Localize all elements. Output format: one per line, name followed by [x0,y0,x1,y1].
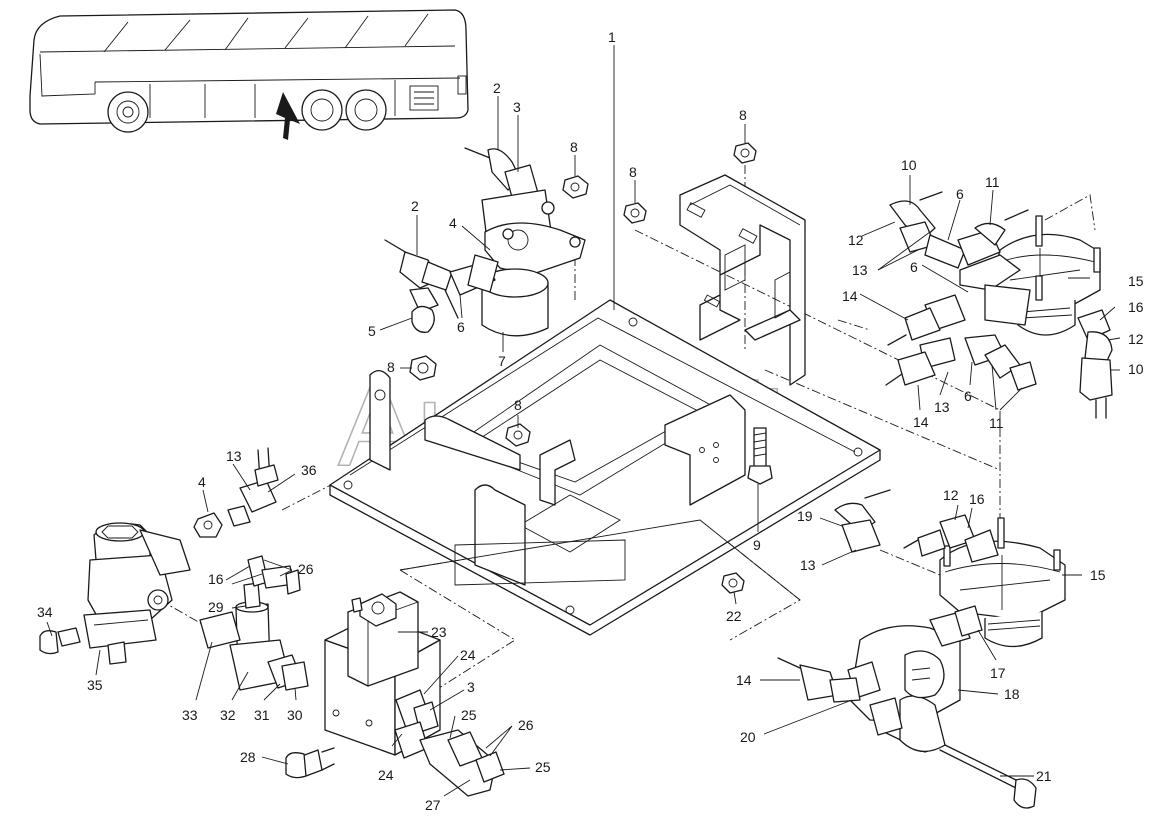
callout-35: 35 [87,677,103,693]
callout-6: 6 [910,259,918,275]
callout-13: 13 [934,399,950,415]
callout-11: 11 [989,415,1004,431]
callout-8: 8 [570,139,578,155]
callout-26: 26 [298,561,314,577]
callout-24: 24 [460,647,476,663]
callout-18: 18 [1004,686,1020,702]
left-pressure-regulator [39,447,279,665]
callout-31: 31 [254,707,270,723]
callout-28: 28 [240,749,256,765]
bolt-9 [747,427,773,485]
callout-13: 13 [226,448,242,464]
callout-8: 8 [629,164,637,180]
callout-14: 14 [736,672,752,688]
callout-11: 11 [985,174,1000,190]
callout-4: 4 [198,474,206,490]
callout-3: 3 [513,99,521,115]
nut-22 [721,572,745,594]
callout-14: 14 [842,288,858,304]
nut-8-b [623,202,647,224]
callout-labels: 1 2 3 8 8 8 2 4 5 6 7 8 8 9 10 11 6 12 1… [37,29,1144,813]
callout-10: 10 [901,157,917,173]
callout-5: 5 [368,323,376,339]
callout-8: 8 [387,359,395,375]
callout-8: 8 [514,397,522,413]
callout-15: 15 [1090,567,1106,583]
callout-25: 25 [535,759,551,775]
callout-6: 6 [964,388,972,404]
upper-valve-assembly [384,147,586,337]
valve-bracket [679,174,806,386]
callout-16: 16 [1128,299,1144,315]
nut-8-d [409,355,437,381]
nut-8-a [562,175,589,199]
bus-location-icon [29,9,469,140]
callout-13: 13 [800,557,816,573]
callout-26: 26 [518,717,534,733]
callout-29: 29 [208,599,224,615]
nut-8-e [505,423,531,447]
callout-30: 30 [287,707,303,723]
callout-12: 12 [1128,331,1144,347]
nuts-8 [409,142,757,594]
callout-34: 34 [37,604,53,620]
callout-24: 24 [378,767,394,783]
nut-8-c [733,142,757,164]
leader-lines [46,45,1121,797]
callout-12: 12 [848,232,864,248]
callout-27: 27 [425,797,441,813]
mounting-plate [329,299,881,636]
right-top-relay-valve [885,191,1113,419]
callout-4: 4 [449,215,457,231]
callout-32: 32 [220,707,236,723]
callout-9: 9 [753,537,761,553]
callout-23: 23 [431,624,447,640]
callout-16: 16 [969,491,985,507]
callout-8: 8 [739,107,747,123]
callout-17: 17 [990,665,1006,681]
callout-2: 2 [411,198,419,214]
callout-3: 3 [467,679,475,695]
callout-12: 12 [943,487,959,503]
callout-21: 21 [1036,768,1052,784]
callout-6: 6 [956,186,964,202]
callout-15: 15 [1128,273,1144,289]
callout-20: 20 [740,729,756,745]
callout-33: 33 [182,707,198,723]
callout-19: 19 [797,508,813,524]
callout-22: 22 [726,608,742,624]
callout-10: 10 [1128,361,1144,377]
callout-6: 6 [457,319,465,335]
solenoid-valve [285,591,505,797]
callout-13: 13 [852,262,868,278]
callout-2: 2 [493,80,501,96]
callout-25: 25 [461,707,477,723]
callout-36: 36 [301,462,317,478]
callout-16: 16 [208,571,224,587]
callout-1: 1 [608,29,616,45]
callout-14: 14 [913,414,929,430]
right-bottom-valve-assembly [777,489,1066,809]
callout-7: 7 [498,353,506,369]
